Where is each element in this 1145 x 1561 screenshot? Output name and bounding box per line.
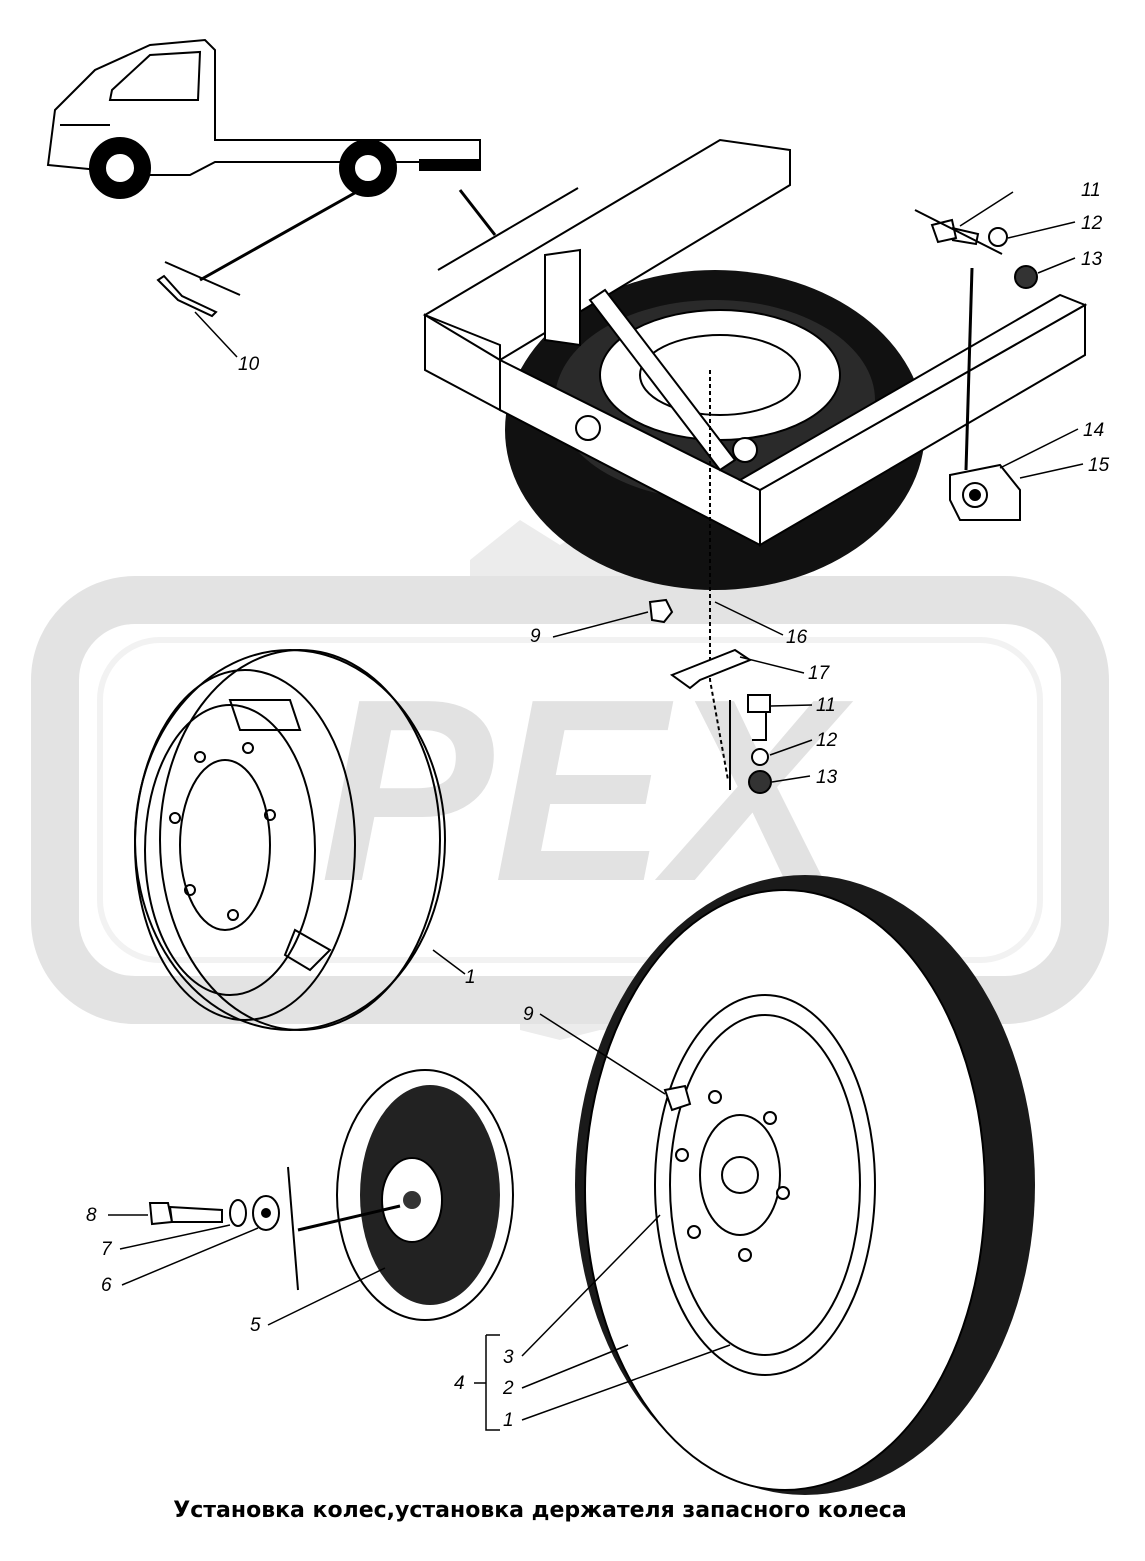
callout-4: 4 <box>454 1373 465 1394</box>
callout-16: 16 <box>786 627 808 648</box>
leader-lines <box>108 191 1084 1431</box>
watermark-frame <box>31 576 1109 1024</box>
callout-11-bottom: 11 <box>816 695 836 716</box>
callout-6: 6 <box>101 1275 112 1296</box>
callout-1-wheel: 1 <box>503 1410 514 1431</box>
vehicle-frame <box>422 138 1088 547</box>
callout-7: 7 <box>101 1239 112 1260</box>
wheel-rim <box>134 649 446 1031</box>
callout-5: 5 <box>250 1315 261 1336</box>
callout-13-bottom: 13 <box>816 767 838 788</box>
hub-cap <box>336 1069 514 1321</box>
nut-9-top <box>648 598 674 624</box>
callout-12-bottom: 12 <box>816 730 838 751</box>
callout-3: 3 <box>503 1347 514 1368</box>
callout-1-rim: 1 <box>465 967 476 988</box>
callout-9-top: 9 <box>530 626 541 647</box>
callout-14: 14 <box>1083 420 1105 441</box>
truck-illustration <box>46 38 481 199</box>
diagram-caption: Установка колес,установка держателя запа… <box>173 1498 907 1523</box>
fasteners-top <box>914 209 1038 471</box>
callout-2: 2 <box>503 1378 514 1399</box>
callout-8: 8 <box>86 1205 97 1226</box>
complete-wheel <box>575 875 1035 1495</box>
watermark-frame-inner <box>97 637 1043 963</box>
callout-17: 17 <box>808 663 830 684</box>
callout-13-top: 13 <box>1081 249 1103 270</box>
callout-11-top: 11 <box>1081 180 1101 201</box>
callout-10: 10 <box>238 354 260 375</box>
bolt-assembly <box>148 1166 401 1291</box>
holder-cable <box>669 370 753 790</box>
callout-15: 15 <box>1088 455 1110 476</box>
wrench-tool <box>156 274 218 318</box>
truck-leaders <box>164 187 579 296</box>
callout-12-top: 12 <box>1081 213 1103 234</box>
callout-9-wheel: 9 <box>523 1004 534 1025</box>
fasteners-bottom <box>747 694 772 794</box>
holder-bracket <box>949 463 1021 521</box>
